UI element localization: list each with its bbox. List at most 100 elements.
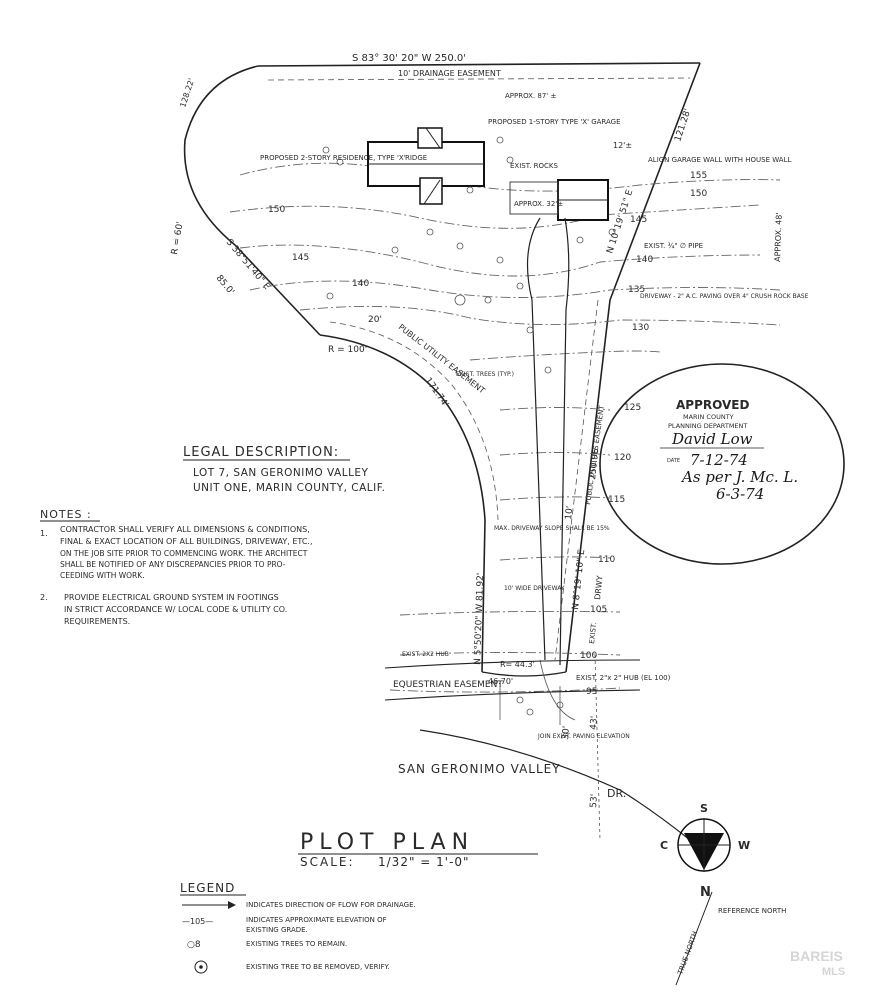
- drawing-label: 2.: [40, 593, 48, 602]
- hub-right: EXIST. 2"x 2" HUB (EL 100): [576, 674, 671, 682]
- drawing-label: INDICATES DIRECTION OF FLOW FOR DRAINAGE…: [246, 901, 416, 909]
- road: [384, 654, 691, 841]
- stamp-county: MARIN COUNTY: [683, 413, 734, 421]
- drawing-label: 100: [580, 651, 597, 661]
- drawing-label: PROVIDE ELECTRICAL GROUND SYSTEM IN FOOT…: [64, 593, 279, 602]
- exist-rocks: EXIST. ROCKS: [510, 162, 558, 170]
- stamp-signature: David Low: [671, 430, 753, 448]
- drawing-label: MLS: [822, 966, 845, 978]
- compass-w: W: [738, 839, 750, 852]
- road-d43: 43': [589, 716, 600, 731]
- drawing-label: 95: [586, 687, 597, 697]
- legal-description: LEGAL DESCRIPTION: LOT 7, SAN GERONIMO V…: [183, 445, 385, 494]
- ridge-label: RIDGE: [405, 154, 427, 162]
- garage-depth: APPROX. 32'±: [514, 200, 563, 208]
- equestrian-label: EQUESTRIAN EASEMENT: [393, 680, 503, 690]
- road-d30: 30': [561, 726, 572, 741]
- exist-trees: EXIST. TREES (TYP.): [456, 371, 514, 378]
- drawing-label: SHALL BE NOTIFIED OF ANY DISCREPANCIES P…: [60, 560, 286, 569]
- legend-title: LEGEND: [180, 881, 235, 895]
- nw-radius: R = 60': [170, 221, 186, 256]
- sw-arc: 171.74': [423, 376, 451, 410]
- scale-value: 1/32" = 1'-0": [378, 855, 470, 869]
- drwy-label: DRWY: [593, 575, 604, 600]
- notes-title: NOTES :: [40, 508, 92, 521]
- legend: LEGEND INDICATES DIRECTION OF FLOW FOR D…: [180, 881, 416, 974]
- arrow-icon: [228, 901, 236, 909]
- drawing-label: 135: [628, 285, 645, 295]
- exist-drwy: EXIST.: [588, 622, 598, 644]
- stamp-approved: APPROVED: [676, 398, 749, 412]
- arc-lower: 46.70': [488, 677, 513, 686]
- drawing-label: 140: [352, 279, 369, 289]
- drawing-label: CEEDING WITH WORK.: [60, 571, 145, 580]
- drawing-label: 105: [590, 605, 607, 615]
- road-dr: DR.: [607, 787, 626, 800]
- nw-corner-dim: 128.22': [178, 77, 196, 109]
- drawing-label: EXISTING TREE TO BE REMOVED, VERIFY.: [246, 963, 390, 971]
- true-north: TRUE NORTH: [676, 930, 699, 976]
- drawing-label: 145: [292, 253, 309, 263]
- garage-label-1: PROPOSED 1-STORY TYPE 'X' GARAGE: [488, 118, 621, 126]
- drawing-label: 150: [268, 205, 285, 215]
- contour-labels: 150 145 140 135 130 125 120 115 110 105 …: [268, 171, 707, 697]
- west-lower-bearing: N 5°50'20" W 81.92': [473, 573, 486, 665]
- driveway-wide: 10' WIDE DRIVEWAY: [504, 585, 565, 592]
- garage: [509, 179, 609, 221]
- pipe-label: EXIST. ¾" ∅ PIPE: [644, 242, 703, 250]
- tree-remove-icon: [194, 960, 208, 974]
- drawing-label: ○8: [187, 940, 201, 950]
- exist-hub-left: EXIST. 2X2 HUB: [402, 651, 449, 658]
- pue-east-label: PUBLIC UTILITIES EASEMENT: [584, 404, 606, 505]
- road-d53: 53': [589, 794, 600, 809]
- drawing-label: —105—: [182, 917, 213, 926]
- drawing-label: EXISTING GRADE.: [246, 926, 308, 934]
- title-block: PLOT PLAN SCALE: 1/32" = 1'-0": [298, 830, 538, 869]
- drawing-label: 150: [690, 189, 707, 199]
- trees: [322, 136, 616, 716]
- drawing-label: BAREIS: [790, 948, 843, 964]
- legal-line-2: UNIT ONE, MARIN COUNTY, CALIF.: [193, 482, 385, 494]
- driveway: [499, 217, 576, 725]
- north-bearing: S 83° 30' 20" W 250.0': [352, 53, 466, 64]
- plan-title: PLOT PLAN: [300, 830, 474, 855]
- east-offset: APPROX. 48': [773, 212, 784, 262]
- drawing-label: 130: [632, 323, 649, 333]
- drawing-label: 115: [608, 495, 625, 505]
- drawing-label: 1.: [40, 529, 48, 538]
- east-lower-bearing: N 8°19' 10" E: [571, 549, 587, 611]
- pue-width: 20': [368, 315, 382, 325]
- notes: NOTES : 1. CONTRACTOR SHALL VERIFY ALL D…: [40, 508, 313, 626]
- drawing-label: 125: [624, 403, 641, 413]
- garage-approx: APPROX. 87' ±: [505, 92, 556, 100]
- drawing-label: EXISTING TREES TO REMAIN.: [246, 940, 347, 948]
- west-dist: 85.0': [214, 274, 236, 298]
- compass-s: S: [700, 802, 708, 815]
- lot-boundary: [183, 62, 701, 677]
- drawing-label: FINAL & EXACT LOCATION OF ALL BUILDINGS,…: [60, 537, 313, 546]
- pue-label: PUBLIC UTILITY EASEMENT: [397, 322, 487, 395]
- stamp-date: 7-12-74: [690, 451, 748, 469]
- road-name: SAN GERONIMO VALLEY: [398, 762, 561, 776]
- join-note: JOIN EXIST. PAVING ELEVATION: [537, 733, 630, 740]
- drawing-label: REQUIREMENTS.: [64, 617, 130, 626]
- drawing-label: CONTRACTOR SHALL VERIFY ALL DIMENSIONS &…: [60, 525, 310, 534]
- residence: RIDGE: [367, 127, 485, 205]
- driveway-note: DRIVEWAY - 2" A.C. PAVING OVER 4" CRUSH …: [640, 293, 809, 300]
- drawing-label: 120: [614, 453, 631, 463]
- contour-lines: [229, 162, 781, 693]
- max-slope: MAX. DRIVEWAY SLOPE SHALL BE 15%: [494, 525, 610, 532]
- approval-stamp: APPROVED MARIN COUNTY PLANNING DEPARTMEN…: [599, 363, 845, 565]
- drawing-label: INDICATES APPROXIMATE ELEVATION OF: [246, 916, 387, 924]
- drawing-label: 155: [690, 171, 707, 181]
- compass-n: N: [700, 885, 711, 900]
- drwy-width: 10': [564, 505, 575, 520]
- stamp-dept: PLANNING DEPARTMENT: [668, 422, 747, 430]
- drawing-label: IN STRICT ACCORDANCE W/ LOCAL CODE & UTI…: [64, 605, 287, 614]
- setback: 12'±: [613, 141, 632, 150]
- north-arrow-icon: S C W N REFERENCE NORTH TRUE NORTH: [660, 802, 786, 986]
- drawing-label: 140: [636, 255, 653, 265]
- legal-line-1: LOT 7, SAN GERONIMO VALLEY: [193, 467, 369, 479]
- garage-wall: ALIGN GARAGE WALL WITH HOUSE WALL: [648, 156, 791, 164]
